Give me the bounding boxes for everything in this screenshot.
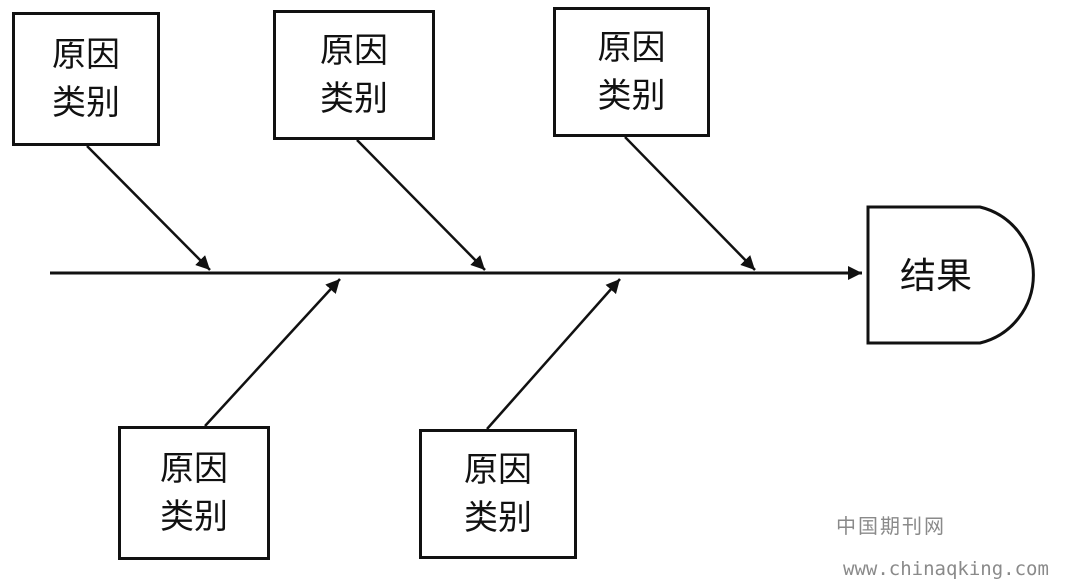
- bone-arrow-2: [356, 139, 486, 271]
- watermark-site-name: 中国期刊网: [836, 514, 946, 538]
- cause-5-line1: 原因: [464, 450, 532, 490]
- cause-2-line1: 原因: [320, 31, 388, 71]
- bone-arrow-3: [624, 136, 756, 271]
- cause-box-4: 原因 类别: [118, 426, 270, 560]
- effect-head-shape: [866, 205, 1035, 345]
- cause-3-line1: 原因: [597, 28, 666, 68]
- cause-box-5: 原因 类别: [419, 429, 577, 559]
- effect-label: 结果: [899, 256, 972, 297]
- cause-4-line2: 类别: [160, 497, 228, 537]
- cause-1-line1: 原因: [52, 35, 120, 75]
- cause-4-line1: 原因: [160, 449, 228, 489]
- cause-2-line2: 类别: [320, 79, 388, 119]
- cause-1-line2: 类别: [52, 83, 120, 123]
- bone-arrow-5: [486, 278, 621, 430]
- cause-box-2: 原因 类别: [273, 10, 435, 140]
- cause-box-3: 原因 类别: [553, 7, 710, 137]
- bone-arrow-4: [204, 278, 341, 427]
- watermark-url: www.chinaqking.com: [843, 558, 1049, 580]
- cause-box-1: 原因 类别: [12, 12, 160, 146]
- cause-5-line2: 类别: [464, 498, 532, 538]
- bone-arrow-1: [86, 145, 211, 271]
- cause-3-line2: 类别: [597, 76, 666, 116]
